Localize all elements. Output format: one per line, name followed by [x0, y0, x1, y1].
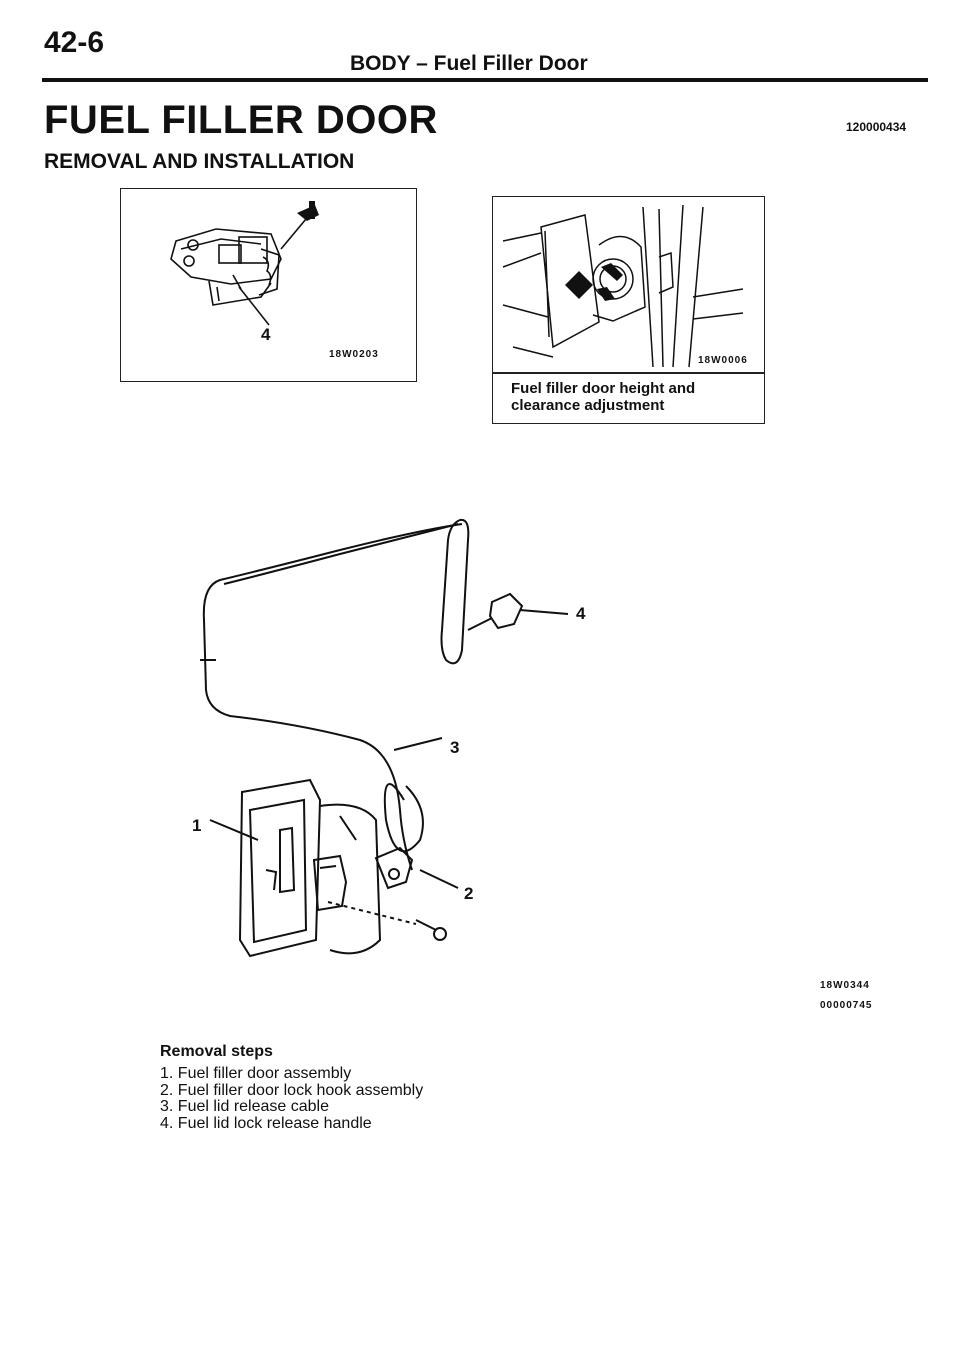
list-item: 2. Fuel filler door lock hook assembly — [160, 1081, 424, 1099]
header-rule — [42, 78, 928, 82]
callout-1: 1 — [192, 816, 202, 835]
figure-lock-release-handle: 4 18W0203 — [120, 188, 417, 382]
hook-illustration-icon — [170, 201, 319, 326]
figure-right-caption: Fuel filler door height and clearance ad… — [511, 380, 751, 414]
filler-door-illustration-icon — [502, 204, 744, 368]
figure-main-code: 18W0344 — [820, 980, 870, 991]
list-item: 1. Fuel filler door assembly — [160, 1065, 352, 1082]
page-number: 42-6 — [44, 26, 105, 59]
caption-line-2: clearance adjustment — [511, 397, 665, 414]
removal-steps-heading: Removal steps — [160, 1043, 273, 1060]
list-item: 3. Fuel lid release cable — [160, 1098, 329, 1115]
header-title: BODY – Fuel Filler Door — [350, 52, 588, 75]
document-code: 120000434 — [846, 120, 907, 134]
caption-line-1: Fuel filler door height and — [511, 380, 696, 397]
figure-main-code-2: 00000745 — [820, 1000, 873, 1011]
main-exploded-view: 4 3 1 2 — [180, 510, 700, 980]
caption-divider — [493, 372, 764, 374]
figure-right-code: 18W0006 — [698, 355, 748, 366]
callout-4-left: 4 — [261, 325, 271, 344]
removal-steps-list: 1. Fuel filler door assembly 2. Fuel fil… — [160, 1065, 424, 1132]
cable-assembly-illustration-icon — [200, 518, 569, 958]
callout-3: 3 — [450, 738, 460, 757]
figure-door-adjustment: 18W0006 Fuel filler door height and clea… — [492, 196, 765, 424]
figure-left-code: 18W0203 — [329, 349, 379, 360]
list-item: 4. Fuel lid lock release handle — [160, 1114, 372, 1132]
section-title: FUEL FILLER DOOR — [44, 98, 438, 142]
callout-4: 4 — [576, 604, 586, 623]
callout-2: 2 — [464, 884, 474, 903]
removal-installation-heading: REMOVAL AND INSTALLATION — [44, 150, 355, 173]
